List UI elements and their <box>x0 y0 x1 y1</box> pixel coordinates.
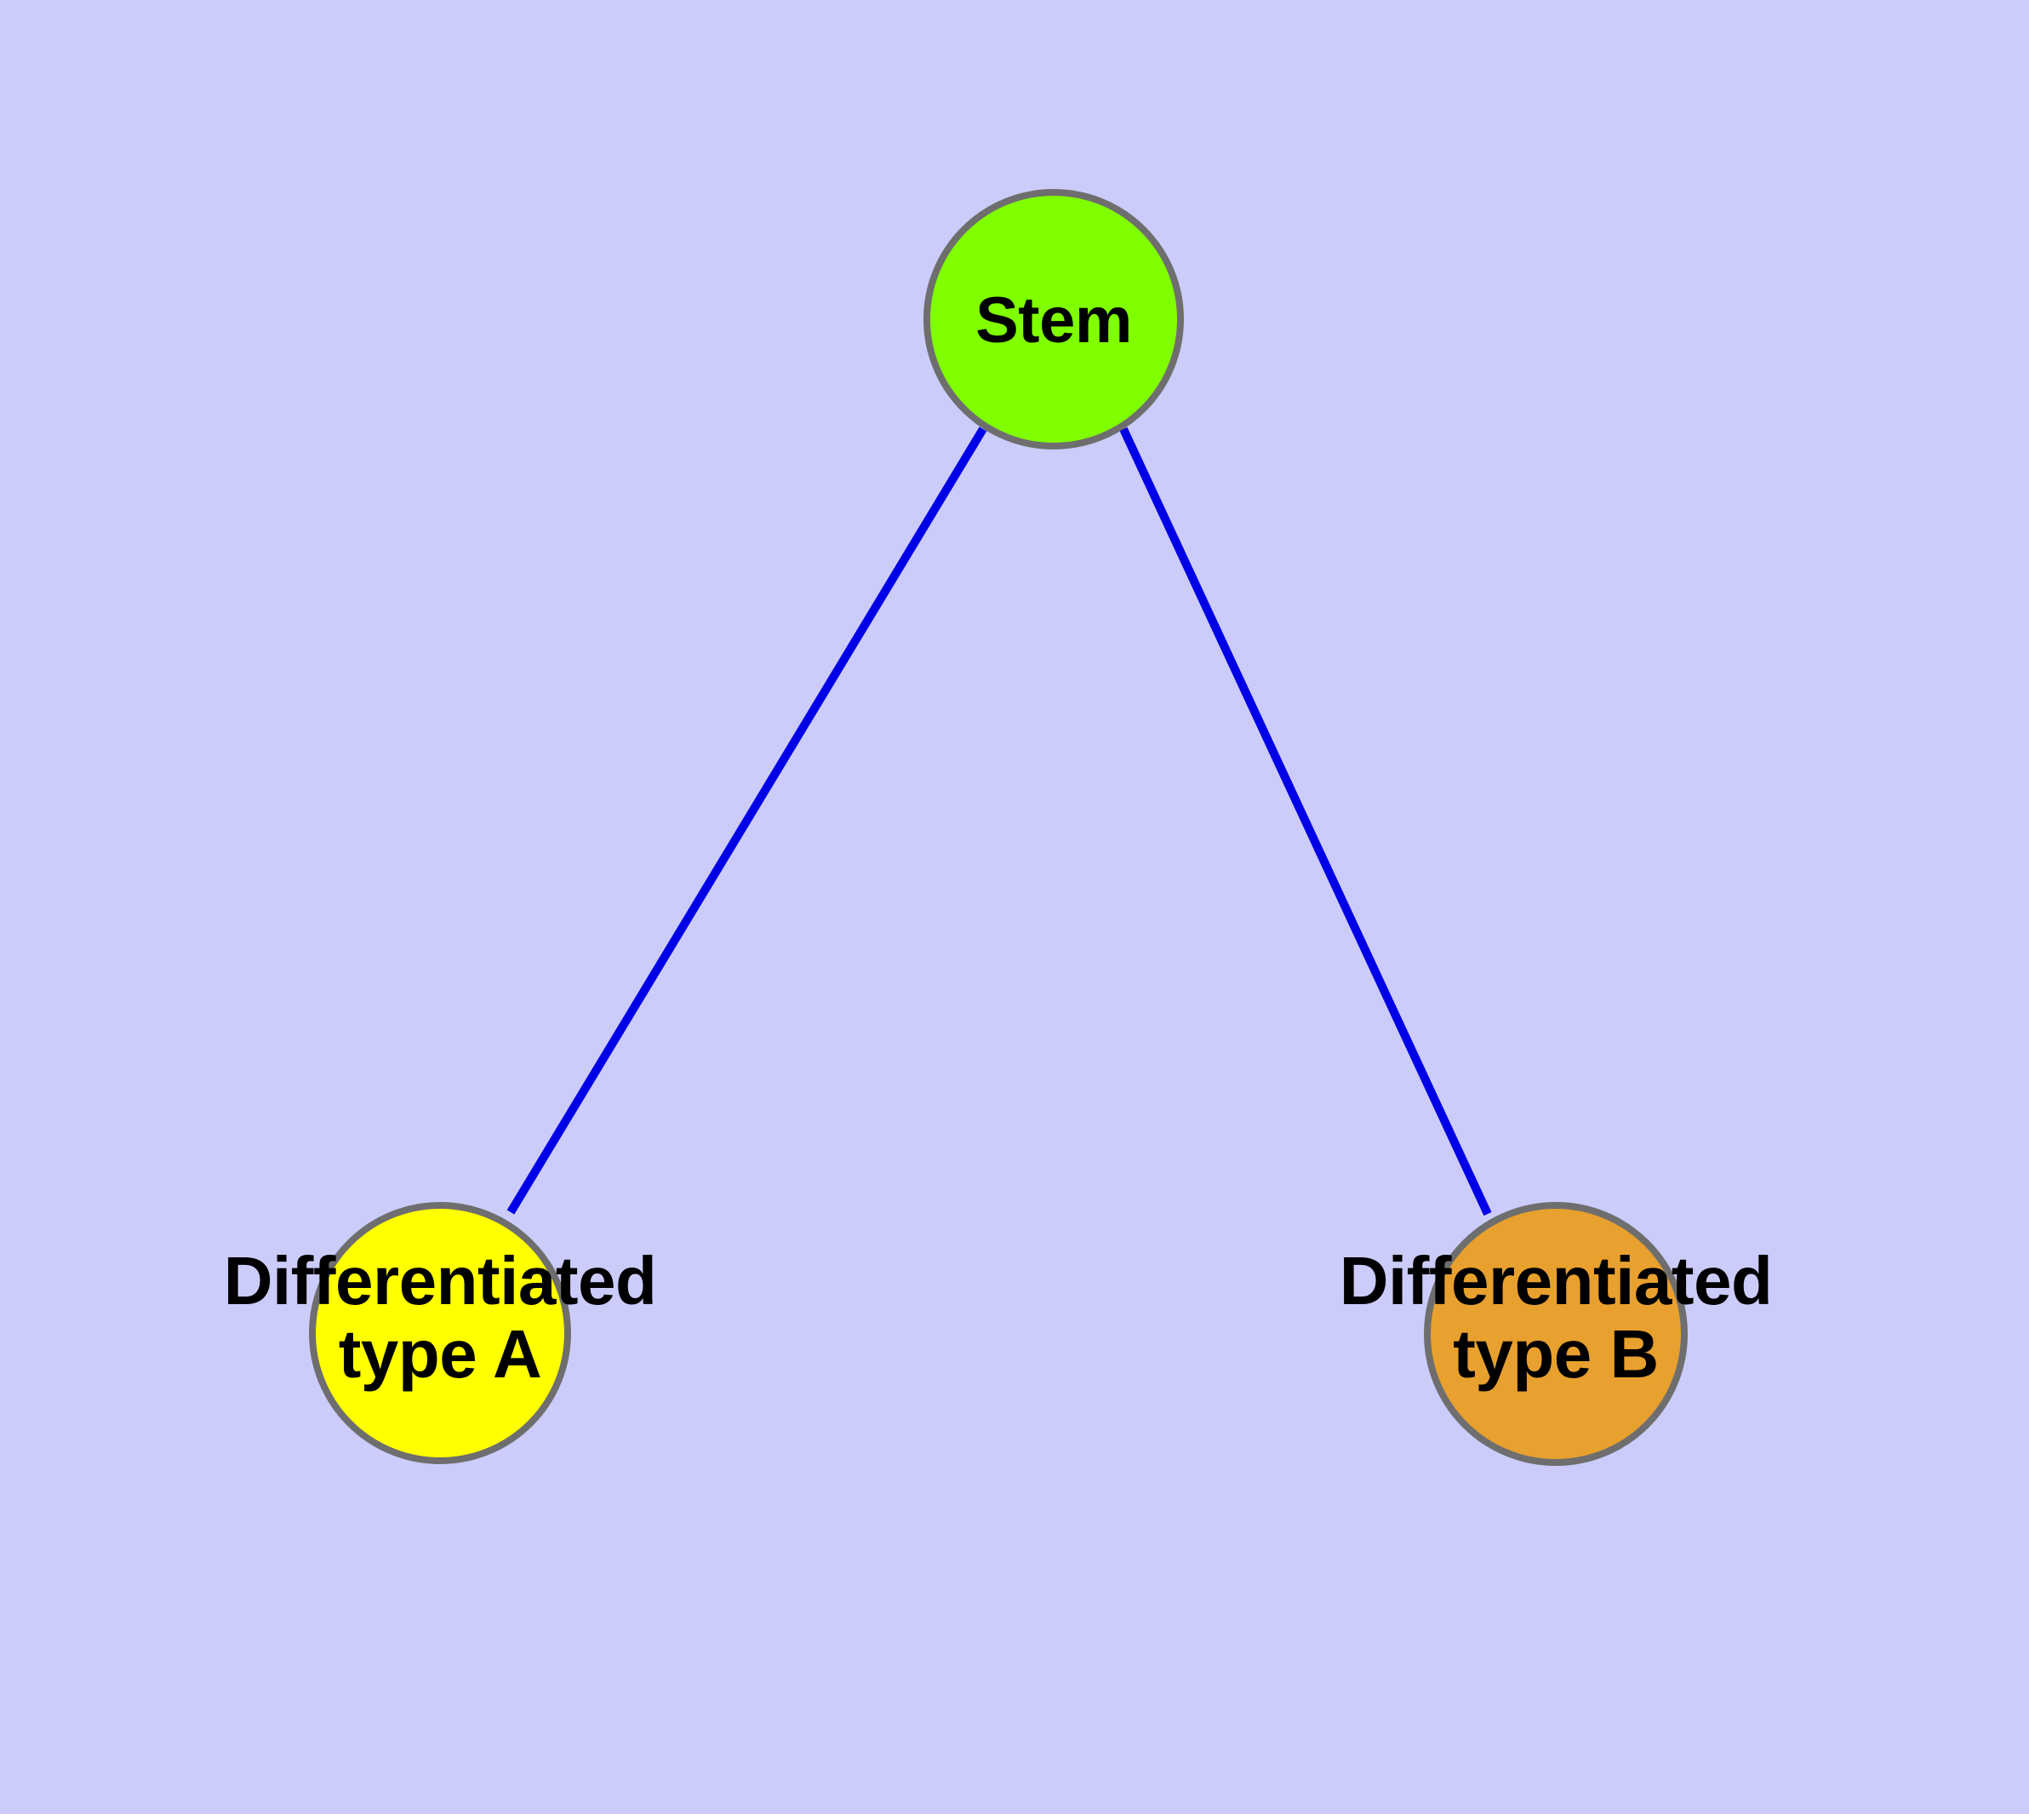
graph-node-differentiated-type-a[interactable] <box>309 1202 571 1464</box>
graph-node-stem[interactable] <box>923 189 1184 449</box>
edge-stem-to-diff-a <box>506 426 987 1215</box>
graph-node-differentiated-type-b[interactable] <box>1424 1202 1688 1466</box>
edge-stem-to-diff-b <box>1119 426 1492 1216</box>
